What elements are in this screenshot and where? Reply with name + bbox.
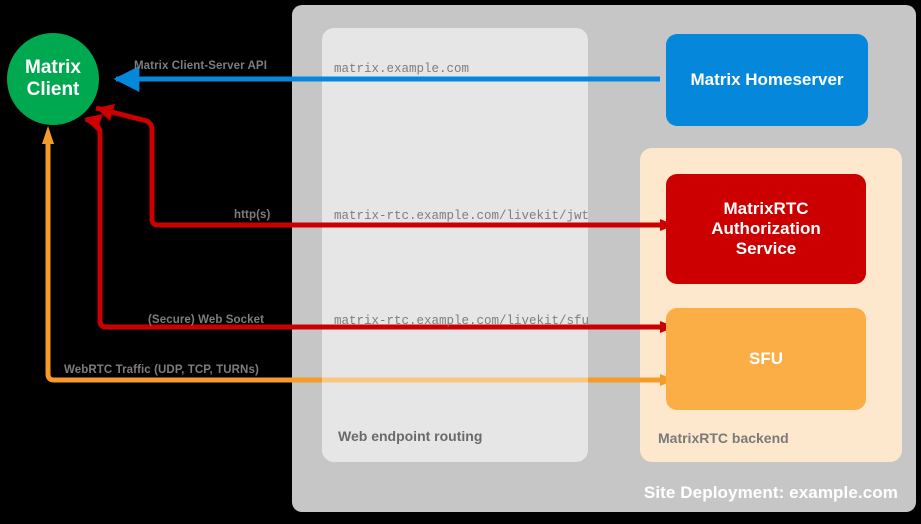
node-matrix-homeserver[interactable]: Matrix Homeserver [666,34,868,126]
web-endpoint-routing-container: Web endpoint routing [322,28,588,462]
matrix-homeserver-label: Matrix Homeserver [690,69,844,89]
node-matrix-client[interactable]: Matrix Client [7,33,99,125]
auth-service-label-line1: MatrixRTC [723,198,809,218]
connector-livekit-sfu [84,114,675,333]
web-endpoint-routing-label: Web endpoint routing [338,428,483,444]
label-matrix-client-server-api: Matrix Client-Server API [134,60,267,72]
label-https: http(s) [234,209,271,221]
label-secure-web-socket: (Secure) Web Socket [148,314,265,326]
auth-service-label-line3: Service [735,239,797,259]
auth-service-label-line2: Authorization [711,218,821,238]
connector-webrtc-traffic [42,126,675,386]
sfu-label: SFU [749,348,783,368]
node-sfu[interactable]: SFU [666,308,866,410]
endpoint-matrix-example-com: matrix.example.com [334,62,470,76]
matrixrtc-backend-label: MatrixRTC backend [658,430,789,446]
node-matrixrtc-authorization-service[interactable]: MatrixRTC Authorization Service [666,174,866,284]
label-webrtc-traffic: WebRTC Traffic (UDP, TCP, TURNs) [64,364,259,376]
endpoint-livekit-sfu: matrix-rtc.example.com/livekit/sfu [334,314,590,328]
endpoint-livekit-jwt: matrix-rtc.example.com/livekit/jwt [334,209,590,223]
matrix-client-label-line2: Client [26,79,80,100]
site-deployment-label: Site Deployment: example.com [643,483,898,502]
matrix-client-label-line1: Matrix [25,56,81,78]
